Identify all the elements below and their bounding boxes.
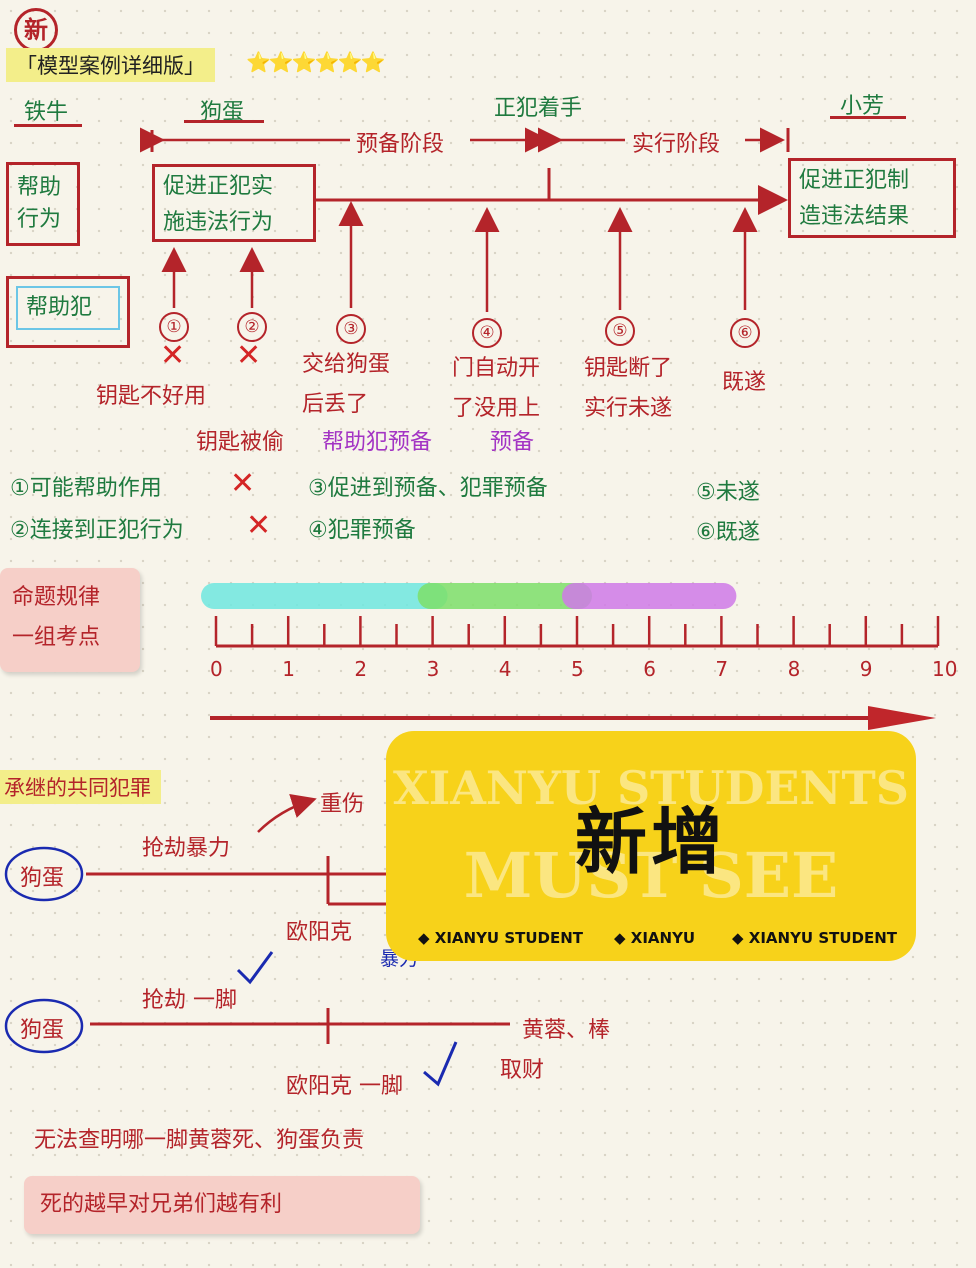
scale-label-5: 5 xyxy=(571,657,584,681)
joint-heading: 承继的共同犯罪 xyxy=(0,770,161,804)
watermark-line-2: MUST SEE xyxy=(463,839,839,912)
underline-xiaofang xyxy=(830,116,906,119)
serious-injury-label: 重伤 xyxy=(320,792,365,817)
note-m4-line2: 了没用上 xyxy=(452,396,541,421)
note-m5-line2: 实行未遂 xyxy=(584,396,673,421)
scale-label-10: 10 xyxy=(932,657,957,681)
scale-label-0: 0 xyxy=(210,657,223,681)
marker-5: ⑤ xyxy=(605,316,635,346)
x-mark-2: ✕ xyxy=(236,338,262,373)
summary-3: ③促进到预备、犯罪预备 xyxy=(308,476,548,501)
summary-4: ④犯罪预备 xyxy=(308,518,416,543)
scale-label-4: 4 xyxy=(499,657,512,681)
promote-result-box: 促进正犯制 造违法结果 xyxy=(788,158,956,238)
summary-1: ①可能帮助作用 xyxy=(10,476,162,501)
note-m3-line2: 后丢了 xyxy=(302,392,369,417)
phase-exec-label: 实行阶段 xyxy=(632,132,721,157)
label-zhengfan: 正犯着手 xyxy=(494,96,583,121)
promote-exec-box: 促进正犯实 施违法行为 xyxy=(152,164,316,242)
scale-label-3: 3 xyxy=(427,657,440,681)
overlay-title: 新增 xyxy=(574,800,727,884)
goudan-circle-1: 狗蛋 xyxy=(20,866,65,891)
conclusion-text: 无法查明哪一脚黄蓉死、狗蛋负责 xyxy=(34,1128,365,1153)
helper-box: 帮助犯 xyxy=(6,276,130,348)
note-m5-line1: 钥匙断了 xyxy=(584,356,673,381)
page-title: 「模型案例详细版」 xyxy=(6,48,215,82)
ouyang-kick-label: 欧阳克 一脚 xyxy=(286,1074,403,1099)
scale-label-8: 8 xyxy=(788,657,801,681)
marker-3: ③ xyxy=(336,314,366,344)
underline-goudan xyxy=(184,120,264,123)
note-key-stolen: 钥匙被偷 xyxy=(196,430,285,455)
note-helper-prep: 帮助犯预备 xyxy=(322,430,433,455)
pattern-box: 命题规律 一组考点 xyxy=(0,568,140,672)
take-money-label: 取财 xyxy=(500,1058,545,1083)
overlay-footer-1: ◆ XIANYU STUDENT xyxy=(418,929,584,947)
scale-label-1: 1 xyxy=(282,657,295,681)
note-m3-line1: 交给狗蛋 xyxy=(302,352,391,377)
summary-2: ②连接到正犯行为 xyxy=(10,518,184,543)
final-box: 死的越早对兄弟们越有利 xyxy=(24,1176,420,1234)
timeline-diagram xyxy=(140,127,790,312)
marker-4: ④ xyxy=(472,318,502,348)
marker-1: ① xyxy=(159,312,189,342)
underline-tieniu xyxy=(14,124,82,127)
summary-6: ⑥既遂 xyxy=(696,520,760,545)
help-act-box: 帮助 行为 xyxy=(6,162,80,246)
joint-diagram xyxy=(4,794,510,1087)
scale-label-2: 2 xyxy=(354,657,367,681)
scale-ruler: 0 1 2 3 4 5 6 7 8 9 10 xyxy=(201,583,957,730)
label-xiaofang: 小芳 xyxy=(840,94,885,119)
huangrong-label: 黄蓉、棒 xyxy=(522,1018,611,1043)
robbery-violence-label: 抢劫暴力 xyxy=(142,836,231,861)
scale-arrow-head xyxy=(868,706,936,730)
note-m4-line1: 门自动开 xyxy=(452,356,541,381)
promo-overlay-card: XIANYU STUDENTS MUST SEE 新增 ◆ XIANYU STU… xyxy=(386,731,916,961)
scale-label-9: 9 xyxy=(860,657,873,681)
overlay-footer-3: ◆ XIANYU STUDENT xyxy=(732,929,898,947)
phase-prep-label: 预备阶段 xyxy=(356,132,445,157)
ouyang-label-1: 欧阳克 xyxy=(286,920,353,945)
goudan-circle-2: 狗蛋 xyxy=(20,1018,65,1043)
note-key-bad: 钥匙不好用 xyxy=(96,384,207,409)
summary-5: ⑤未遂 xyxy=(696,480,760,505)
scale-label-7: 7 xyxy=(715,657,728,681)
note-prep: 预备 xyxy=(490,430,535,455)
rating-stars: ⭐⭐⭐⭐⭐⭐ xyxy=(246,50,385,74)
scale-label-6: 6 xyxy=(643,657,656,681)
robbery-kick-label: 抢劫 一脚 xyxy=(142,988,237,1013)
label-tieniu: 铁牛 xyxy=(24,100,69,125)
x-mark-1: ✕ xyxy=(160,338,186,373)
summary-2-x: ✕ xyxy=(246,508,272,543)
summary-1-x: ✕ xyxy=(230,466,256,501)
marker-6: ⑥ xyxy=(730,318,760,348)
note-m6: 既遂 xyxy=(722,370,767,395)
overlay-footer-2: ◆ XIANYU xyxy=(614,929,696,947)
watermark-line-1: XIANYU STUDENTS xyxy=(393,761,909,815)
marker-2: ② xyxy=(237,312,267,342)
